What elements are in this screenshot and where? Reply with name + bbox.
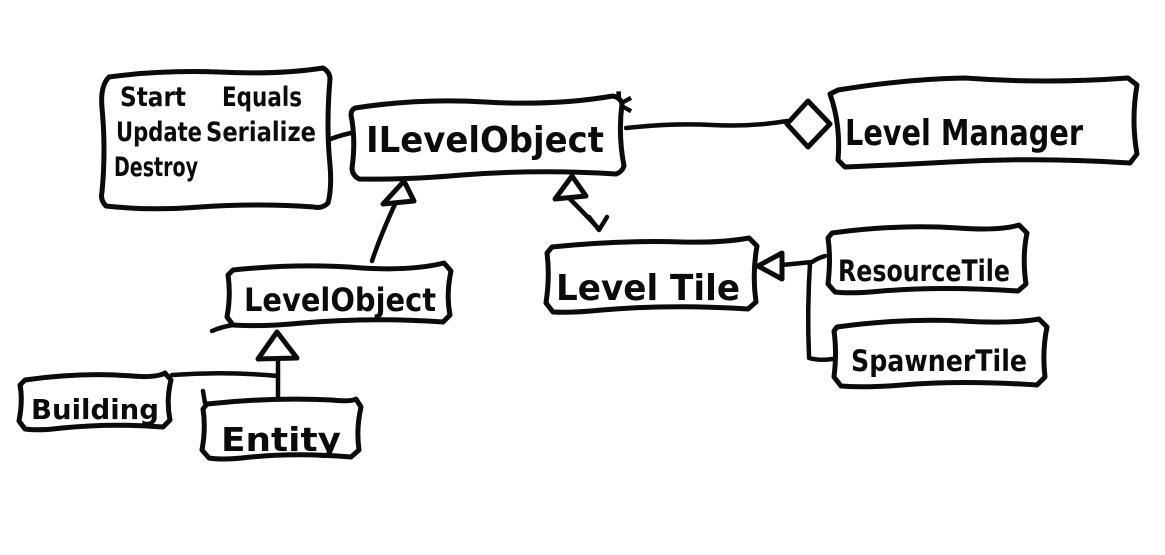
class-resourcetile: ResourceTile: [825, 222, 1030, 296]
inheritance-tiles-to-leveltile: [755, 250, 835, 363]
method-serialize: Serialize: [206, 117, 316, 148]
inheritance-leveltile-to-ilevelobject: [552, 173, 610, 233]
class-building: Building: [16, 370, 174, 433]
inheritance-stem: [369, 199, 399, 264]
levelmanager-box-outline: [827, 75, 1140, 170]
branch-vertical: [805, 260, 813, 359]
inheritance-arrowhead: [755, 250, 785, 282]
branch-to-spawnertile: [806, 355, 835, 363]
arrow-tick: [586, 214, 610, 233]
inheritance-arrowhead: [380, 178, 417, 207]
aggregation-diamond: [784, 98, 833, 150]
pen-tail: [209, 322, 236, 334]
method-equals: Equals: [222, 82, 302, 113]
class-levelmanager: Level Manager: [827, 75, 1140, 170]
inheritance-entity-building-to-levelobject: [169, 329, 300, 401]
ilevelobject-box-outline: [348, 93, 627, 182]
interface-methods-box: Start Update Destroy Equals Serialize: [99, 65, 334, 212]
class-ilevelobject: ILevelObject: [348, 93, 627, 182]
entity-label: Entity: [221, 420, 341, 459]
branch-to-building: [169, 370, 281, 379]
method-update: Update: [116, 117, 202, 148]
class-entity: Entity: [199, 388, 364, 462]
leveltile-box-outline: [543, 235, 760, 315]
aggregation-ilevelobject-levelmanager: *: [604, 82, 833, 150]
spawnertile-box-outline: [831, 316, 1050, 390]
levelobject-label: LevelObject: [244, 281, 436, 319]
entity-box-outline: [199, 396, 364, 462]
building-label: Building: [31, 393, 159, 426]
levelmanager-label: Level Manager: [845, 113, 1083, 154]
class-spawnertile: SpawnerTile: [831, 316, 1050, 390]
aggregation-line: [623, 118, 790, 131]
building-box-outline: [16, 370, 174, 433]
class-levelobject: LevelObject: [209, 260, 454, 334]
inheritance-arrowhead: [255, 329, 300, 362]
ilevelobject-label: ILevelObject: [366, 120, 604, 161]
inheritance-arrowhead: [552, 173, 589, 202]
spawnertile-label: SpawnerTile: [851, 344, 1027, 378]
resourcetile-label: ResourceTile: [838, 254, 1010, 288]
method-start: Start: [120, 82, 186, 113]
pen-tail: [200, 388, 208, 406]
inheritance-levelobject-to-ilevelobject: [369, 178, 417, 264]
method-destroy: Destroy: [114, 152, 198, 183]
class-leveltile: Level Tile: [543, 235, 760, 315]
interface-methods-box-outline: [99, 65, 334, 212]
connector-horizontal: [779, 259, 815, 268]
leveltile-label: Level Tile: [556, 268, 740, 309]
resourcetile-box-outline: [825, 222, 1030, 296]
branch-to-resourcetile: [809, 253, 828, 265]
